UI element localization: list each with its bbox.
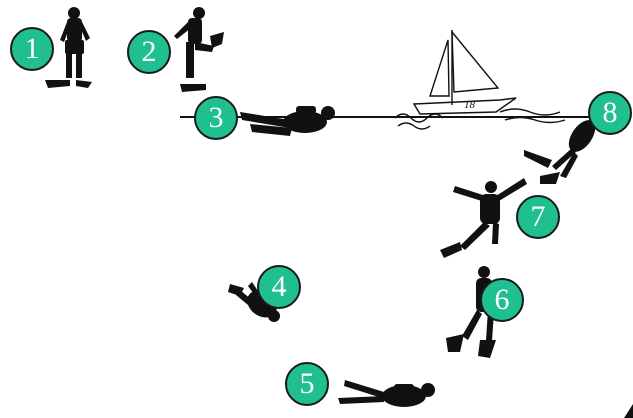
step-badge-3: 3 (194, 96, 238, 140)
step-badge-5: 5 (285, 362, 329, 406)
step-badge-6: 6 (480, 278, 524, 322)
step-badge-8: 8 (588, 91, 632, 135)
step-badge-7: 7 (516, 195, 560, 239)
step-badge-2: 2 (127, 30, 171, 74)
diver-surface-silhouette (240, 106, 335, 136)
step-number: 8 (603, 98, 618, 128)
step-number: 3 (209, 103, 224, 133)
boat-label: 18 (464, 99, 476, 111)
step-number: 7 (531, 202, 546, 232)
step-badge-4: 4 (257, 265, 301, 309)
step-number: 1 (25, 34, 40, 64)
step-badge-1: 1 (10, 27, 54, 71)
corner-shape (624, 404, 633, 418)
step-number: 4 (272, 272, 287, 302)
step-number: 6 (495, 285, 510, 315)
diver-bottom-silhouette (338, 380, 435, 407)
step-number: 2 (142, 37, 157, 67)
diver-arms-out-silhouette (440, 178, 527, 258)
step-number: 5 (300, 369, 315, 399)
sailboat-icon: 18 (395, 30, 565, 129)
diver-fin-silhouette (174, 7, 224, 92)
